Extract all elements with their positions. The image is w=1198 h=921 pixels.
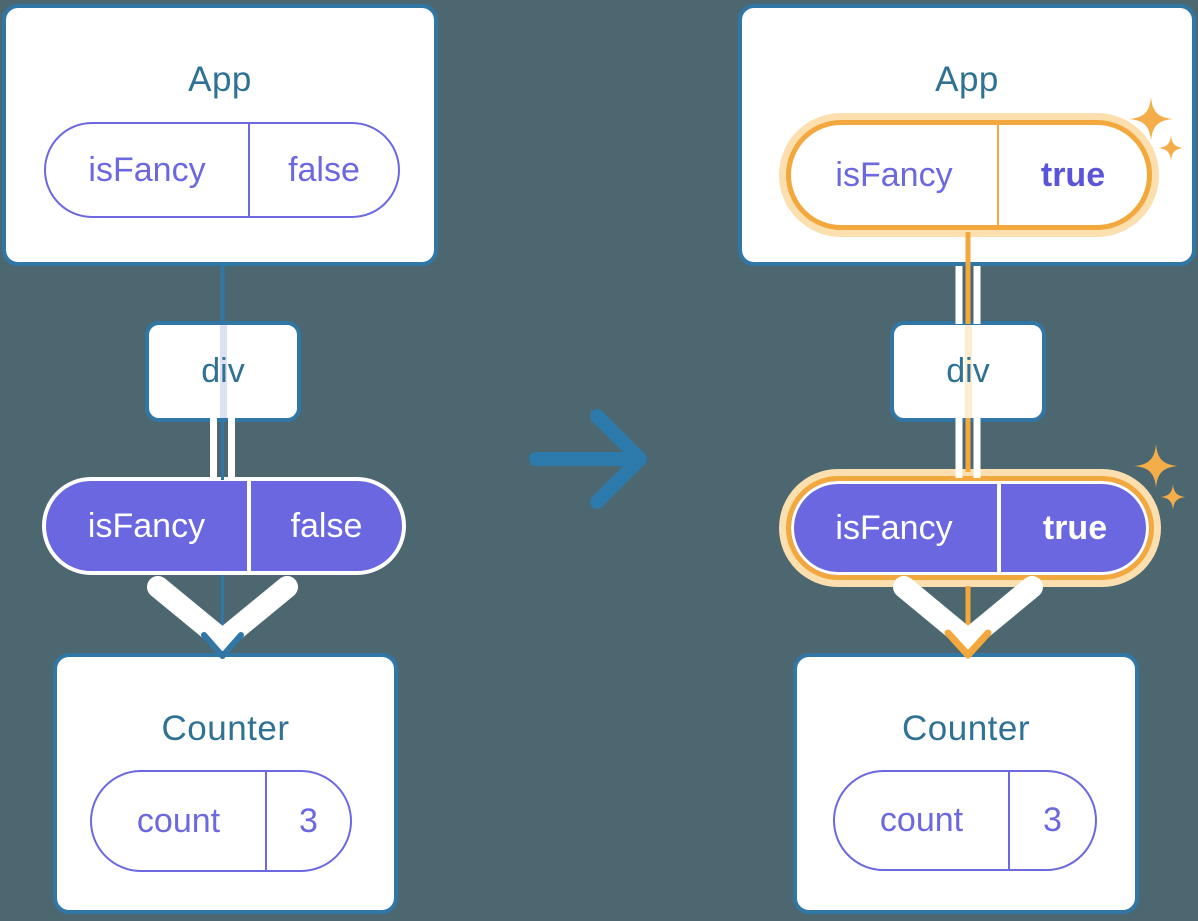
div-label: div — [946, 352, 990, 390]
component-title: Counter — [901, 709, 1031, 748]
prop-value: true — [1042, 508, 1108, 547]
prop-key: isFancy — [46, 481, 251, 571]
arrow-down-icon — [893, 576, 1043, 651]
state-key: count — [92, 772, 267, 870]
state-value: 3 — [299, 801, 318, 840]
state-pill-counter-before: count 3 — [90, 770, 352, 872]
arrow-down-icon — [147, 576, 298, 651]
state-value: false — [288, 150, 360, 189]
prop-pill-before: isFancy false — [42, 477, 406, 575]
state-pill-counter-after: count 3 — [833, 770, 1097, 871]
state-value: true — [1040, 155, 1106, 194]
arrow-right-icon — [529, 409, 647, 509]
state-pill-app-before: isFancy false — [44, 122, 400, 218]
state-key: isFancy — [791, 125, 999, 225]
state-key: isFancy — [46, 124, 250, 216]
state-pass-line — [219, 325, 227, 418]
arrowhead-after — [944, 629, 992, 659]
prop-key: isFancy — [791, 481, 1001, 575]
component-title: App — [935, 60, 999, 99]
state-pill-app-after: isFancy true — [786, 120, 1152, 230]
state-pass-line — [964, 325, 972, 418]
prop-pass-lines-before — [210, 418, 235, 480]
state-key: count — [835, 772, 1010, 869]
prop-value: false — [290, 506, 363, 545]
state-value: 3 — [1043, 801, 1062, 839]
div-node-before: div — [145, 321, 301, 422]
prop-pill-after: isFancy true — [786, 476, 1154, 580]
component-title: Counter — [161, 709, 290, 748]
div-label: div — [201, 352, 245, 390]
prop-pass-lines-after — [955, 418, 981, 478]
div-node-after: div — [890, 321, 1046, 422]
component-title: App — [188, 60, 252, 99]
